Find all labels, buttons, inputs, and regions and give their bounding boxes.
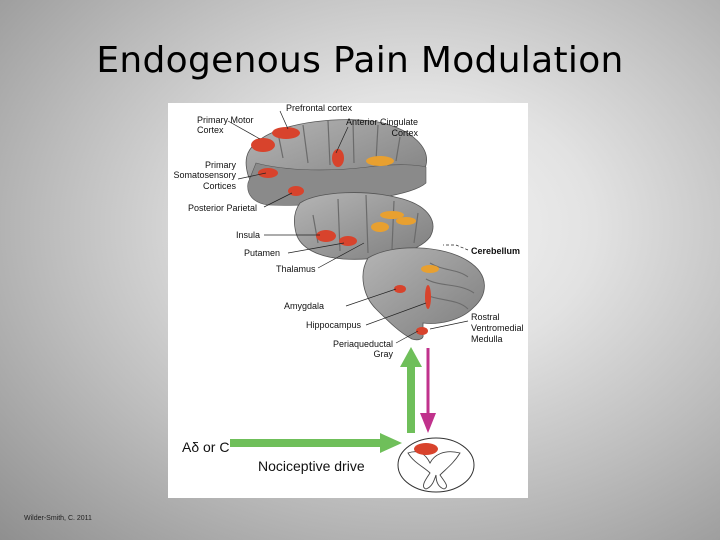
- activation-rvm: [416, 327, 428, 335]
- brain-illustration: [227, 110, 485, 493]
- label-amygdala: Amygdala: [284, 301, 325, 311]
- label-anterior-cingulate-2: Cortex: [391, 128, 418, 138]
- label-periaqueductal-2: Gray: [373, 349, 393, 359]
- label-putamen: Putamen: [244, 248, 281, 258]
- label-somatosensory-1: Primary: [205, 160, 236, 170]
- brain-slice-middle: [293, 192, 434, 260]
- label-rvm-2: Ventromedial: [471, 323, 524, 333]
- activation-putamen: [339, 236, 357, 246]
- activation-prefrontal: [272, 127, 300, 139]
- brain-slice-bottom: [362, 247, 485, 341]
- label-cerebellum: Cerebellum: [471, 246, 521, 256]
- label-primary-motor-2: Cortex: [197, 125, 224, 135]
- brain-diagram: Prefrontal cortex Primary Motor Cortex A…: [168, 103, 528, 498]
- label-periaqueductal-1: Periaqueductal: [332, 339, 393, 349]
- activation-anterior-cingulate: [332, 149, 344, 167]
- label-insula: Insula: [236, 230, 261, 240]
- label-rvm-1: Rostral: [471, 312, 500, 322]
- label-thalamus: Thalamus: [276, 264, 316, 274]
- label-nociceptive-drive: Nociceptive drive: [258, 458, 365, 474]
- activation-hippocampus: [425, 285, 431, 309]
- activation-insula: [316, 230, 336, 242]
- citation: Wilder-Smith, C. 2011: [24, 515, 92, 522]
- leader-lines: [227, 110, 469, 344]
- slide-title: Endogenous Pain Modulation: [96, 40, 624, 81]
- label-anterior-cingulate-1: Anterior Cingulate: [345, 117, 418, 127]
- label-somatosensory-2: Somatosensory: [173, 170, 236, 180]
- label-hippocampus: Hippocampus: [306, 320, 362, 330]
- label-posterior-parietal: Posterior Parietal: [188, 203, 258, 213]
- label-prefrontal-cortex: Prefrontal cortex: [286, 103, 353, 113]
- spinal-cord-section: [397, 437, 475, 493]
- activation-primary-motor: [251, 138, 275, 152]
- activation-amygdala: [394, 285, 406, 293]
- label-somatosensory-3: Cortices: [202, 181, 236, 191]
- activation-posterior-parietal: [288, 186, 304, 196]
- label-rvm-3: Medulla: [471, 334, 503, 344]
- label-primary-motor-1: Primary Motor: [197, 115, 254, 125]
- label-fiber-type: Aδ or C: [182, 439, 230, 455]
